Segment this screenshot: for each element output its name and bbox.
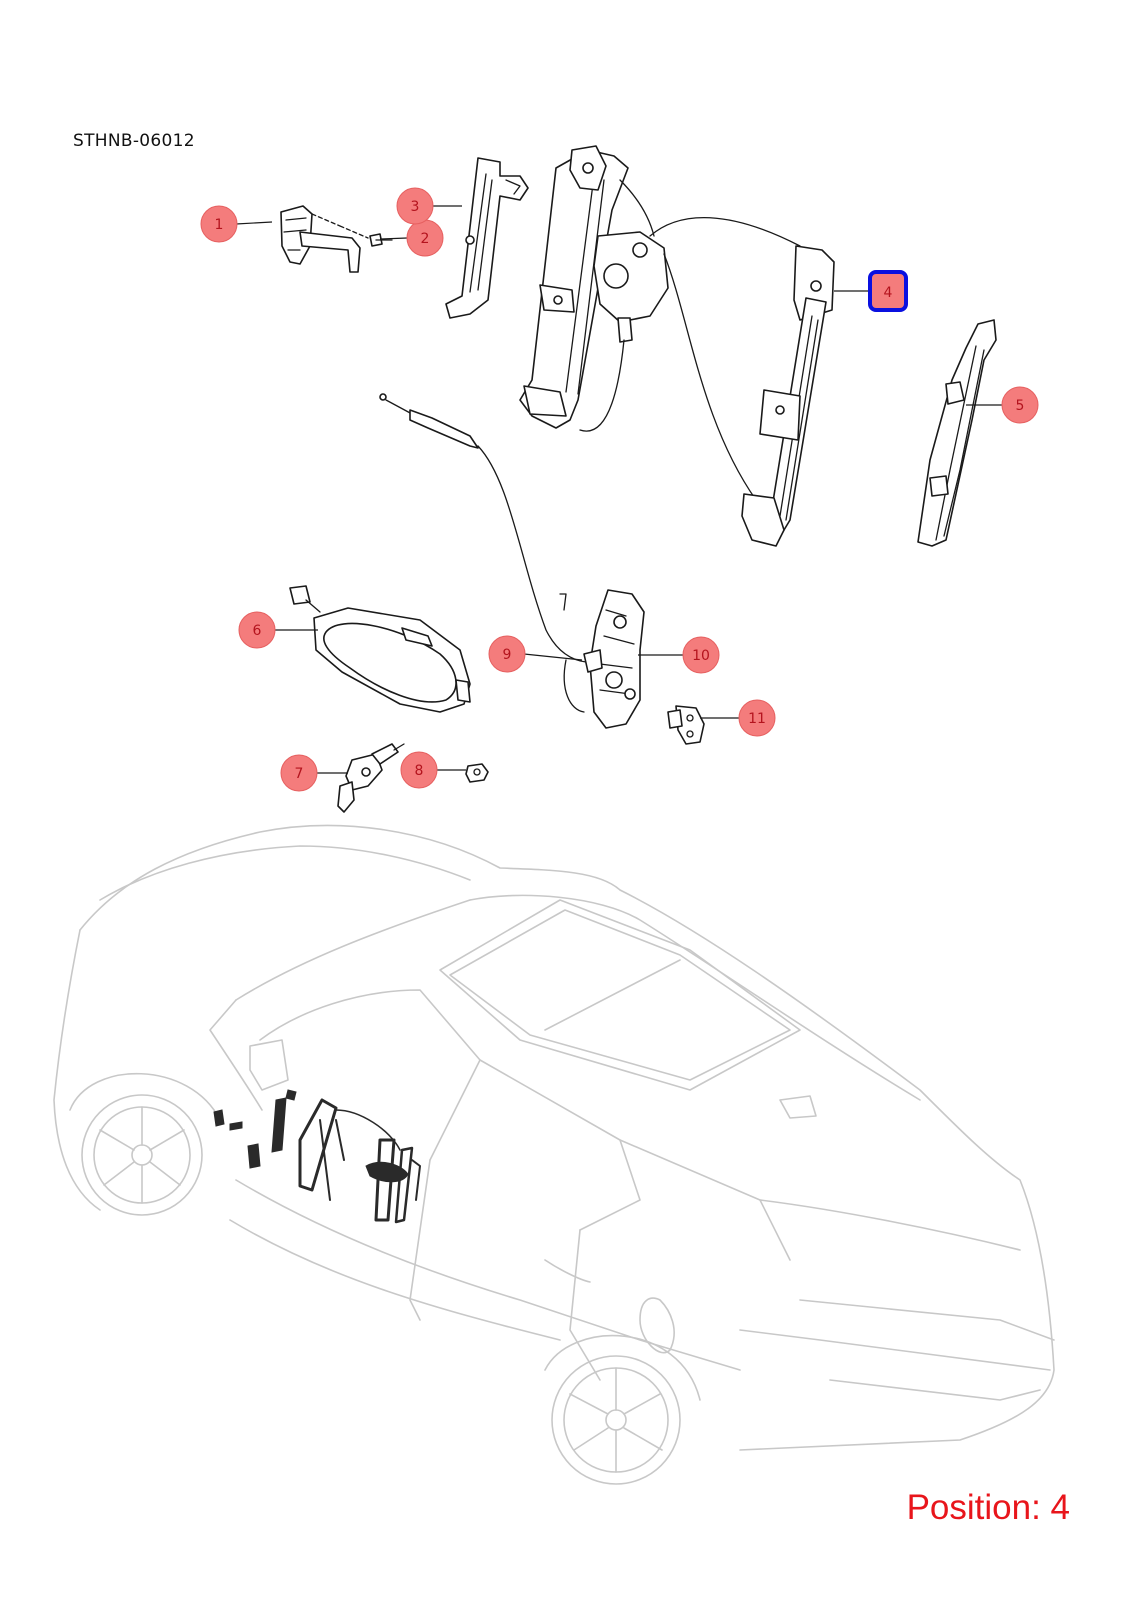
callout-11[interactable]: 11 <box>738 699 776 737</box>
part-release-cable <box>379 393 587 663</box>
part-door-handle <box>289 585 471 713</box>
part-front-channel <box>445 157 529 319</box>
callout-4-label: 4 <box>884 285 893 301</box>
callout-8-label: 8 <box>415 763 424 779</box>
callout-7-label: 7 <box>295 766 304 782</box>
callout-3[interactable]: 3 <box>396 187 434 225</box>
callout-10[interactable]: 10 <box>682 636 720 674</box>
callout-4[interactable]: 4 <box>868 270 908 312</box>
callout-10-label: 10 <box>692 648 710 664</box>
door-parts-inset <box>213 1089 421 1224</box>
part-bolt <box>369 233 393 247</box>
part-door-latch <box>563 589 645 729</box>
callout-5[interactable]: 5 <box>1001 386 1039 424</box>
callout-9-label: 9 <box>503 647 512 663</box>
callout-badges: 1 2 3 4 5 6 7 8 <box>200 187 1039 792</box>
part-lock-cylinder <box>337 743 405 813</box>
callout-11-label: 11 <box>748 711 766 727</box>
callout-6[interactable]: 6 <box>238 611 276 649</box>
callout-leaders <box>235 205 1002 774</box>
callout-2[interactable]: 2 <box>406 219 444 257</box>
part-rear-channel <box>917 319 997 547</box>
callout-1[interactable]: 1 <box>200 205 238 243</box>
diagram-code: STHNB-06012 <box>73 131 195 151</box>
callout-3-label: 3 <box>411 199 420 215</box>
callout-9[interactable]: 9 <box>488 635 526 673</box>
callout-5-label: 5 <box>1016 398 1025 414</box>
vehicle-locator-sketch <box>53 824 1055 1485</box>
callout-7[interactable]: 7 <box>280 754 318 792</box>
callout-2-label: 2 <box>421 231 430 247</box>
callout-6-label: 6 <box>253 623 262 639</box>
part-nut <box>465 763 489 783</box>
callout-1-label: 1 <box>215 217 224 233</box>
part-door-check <box>280 205 369 273</box>
part-window-regulator <box>519 145 835 547</box>
position-label: Position: 4 <box>906 1488 1070 1527</box>
callout-8[interactable]: 8 <box>400 751 438 789</box>
part-striker <box>667 705 705 745</box>
